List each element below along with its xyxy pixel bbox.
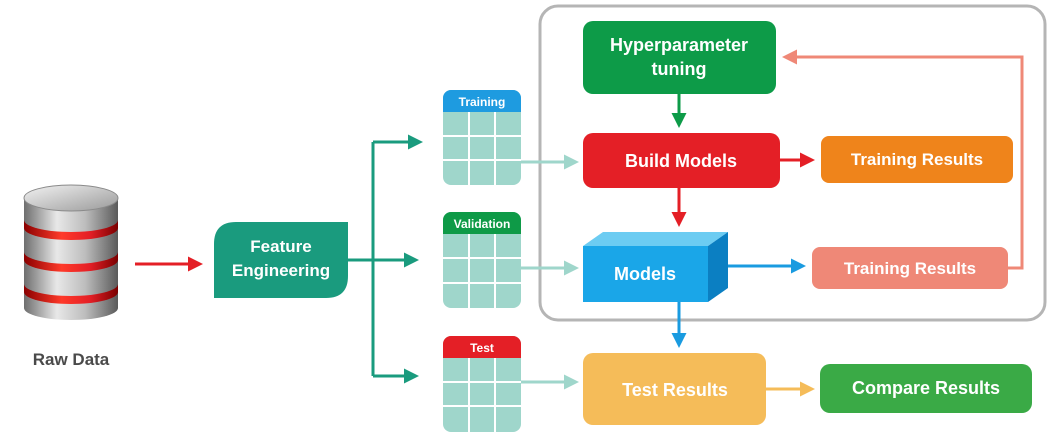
database-icon: [23, 184, 119, 320]
test-label: Test: [470, 341, 494, 355]
hyperparameter-tuning-box: [583, 21, 776, 94]
build-models-box: [583, 133, 780, 188]
test-results-label: Test Results: [622, 380, 728, 400]
validation-label: Validation: [454, 217, 511, 231]
training-results-top-label: Training Results: [851, 150, 983, 169]
test-results-box: [583, 353, 766, 425]
compare-results-label: Compare Results: [852, 378, 1000, 398]
hyperparameter-line2: tuning: [652, 59, 707, 79]
training-results-bottom-label: Training Results: [844, 259, 976, 278]
feature-engineering-box: [214, 222, 348, 298]
training-label: Training: [459, 95, 506, 109]
validation-table: [443, 212, 521, 308]
test-table: [443, 336, 521, 432]
models-label: Models: [614, 264, 676, 284]
training-results-bottom-box: [812, 247, 1008, 289]
training-results-top-box: [821, 136, 1013, 183]
raw-data-label: Raw Data: [33, 350, 110, 369]
compare-results-box: [820, 364, 1032, 413]
models-cube: [583, 232, 728, 302]
feature-engineering-line1: Feature: [250, 237, 311, 256]
build-models-label: Build Models: [625, 151, 737, 171]
feature-engineering-line2: Engineering: [232, 261, 330, 280]
feedback-loop-arrow: [782, 49, 1024, 270]
training-table: [443, 90, 521, 185]
hyperparameter-line1: Hyperparameter: [610, 35, 748, 55]
split-branch-connector: [348, 134, 423, 384]
